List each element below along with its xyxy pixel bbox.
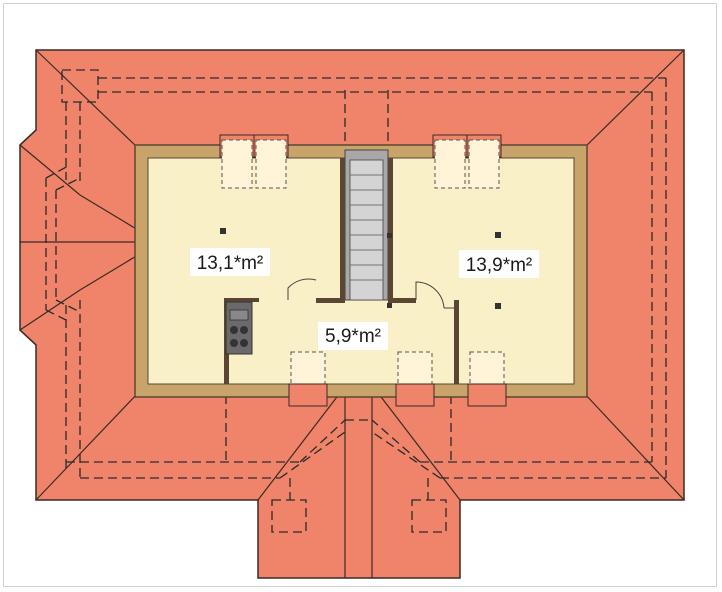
roof-window bbox=[467, 351, 507, 407]
roof-window bbox=[253, 134, 289, 189]
room-area-label-hall: 5,9*m² bbox=[325, 326, 381, 347]
roof-window bbox=[432, 134, 468, 189]
roof-dashed-lines bbox=[45, 69, 667, 533]
area-label-bg bbox=[318, 322, 388, 350]
door-swings bbox=[287, 278, 454, 309]
room-area-label-left: 13,1*m² bbox=[197, 253, 264, 274]
fixture-markers bbox=[220, 228, 501, 309]
roof-windows bbox=[219, 134, 507, 407]
roof-hip-lines bbox=[19, 49, 685, 578]
area-label-bg bbox=[190, 248, 270, 276]
staircase bbox=[344, 149, 389, 301]
roof-window bbox=[219, 134, 255, 189]
area-labels: 13,1*m² 5,9*m² 13,9*m² bbox=[190, 248, 539, 350]
stair-treads bbox=[350, 174, 383, 281]
room-area-label-right: 13,9*m² bbox=[466, 255, 533, 276]
roof-window bbox=[288, 351, 328, 407]
roof-window bbox=[395, 351, 435, 407]
roof-window bbox=[466, 134, 502, 189]
area-label-bg bbox=[459, 250, 539, 278]
kitchen-unit bbox=[225, 301, 253, 355]
